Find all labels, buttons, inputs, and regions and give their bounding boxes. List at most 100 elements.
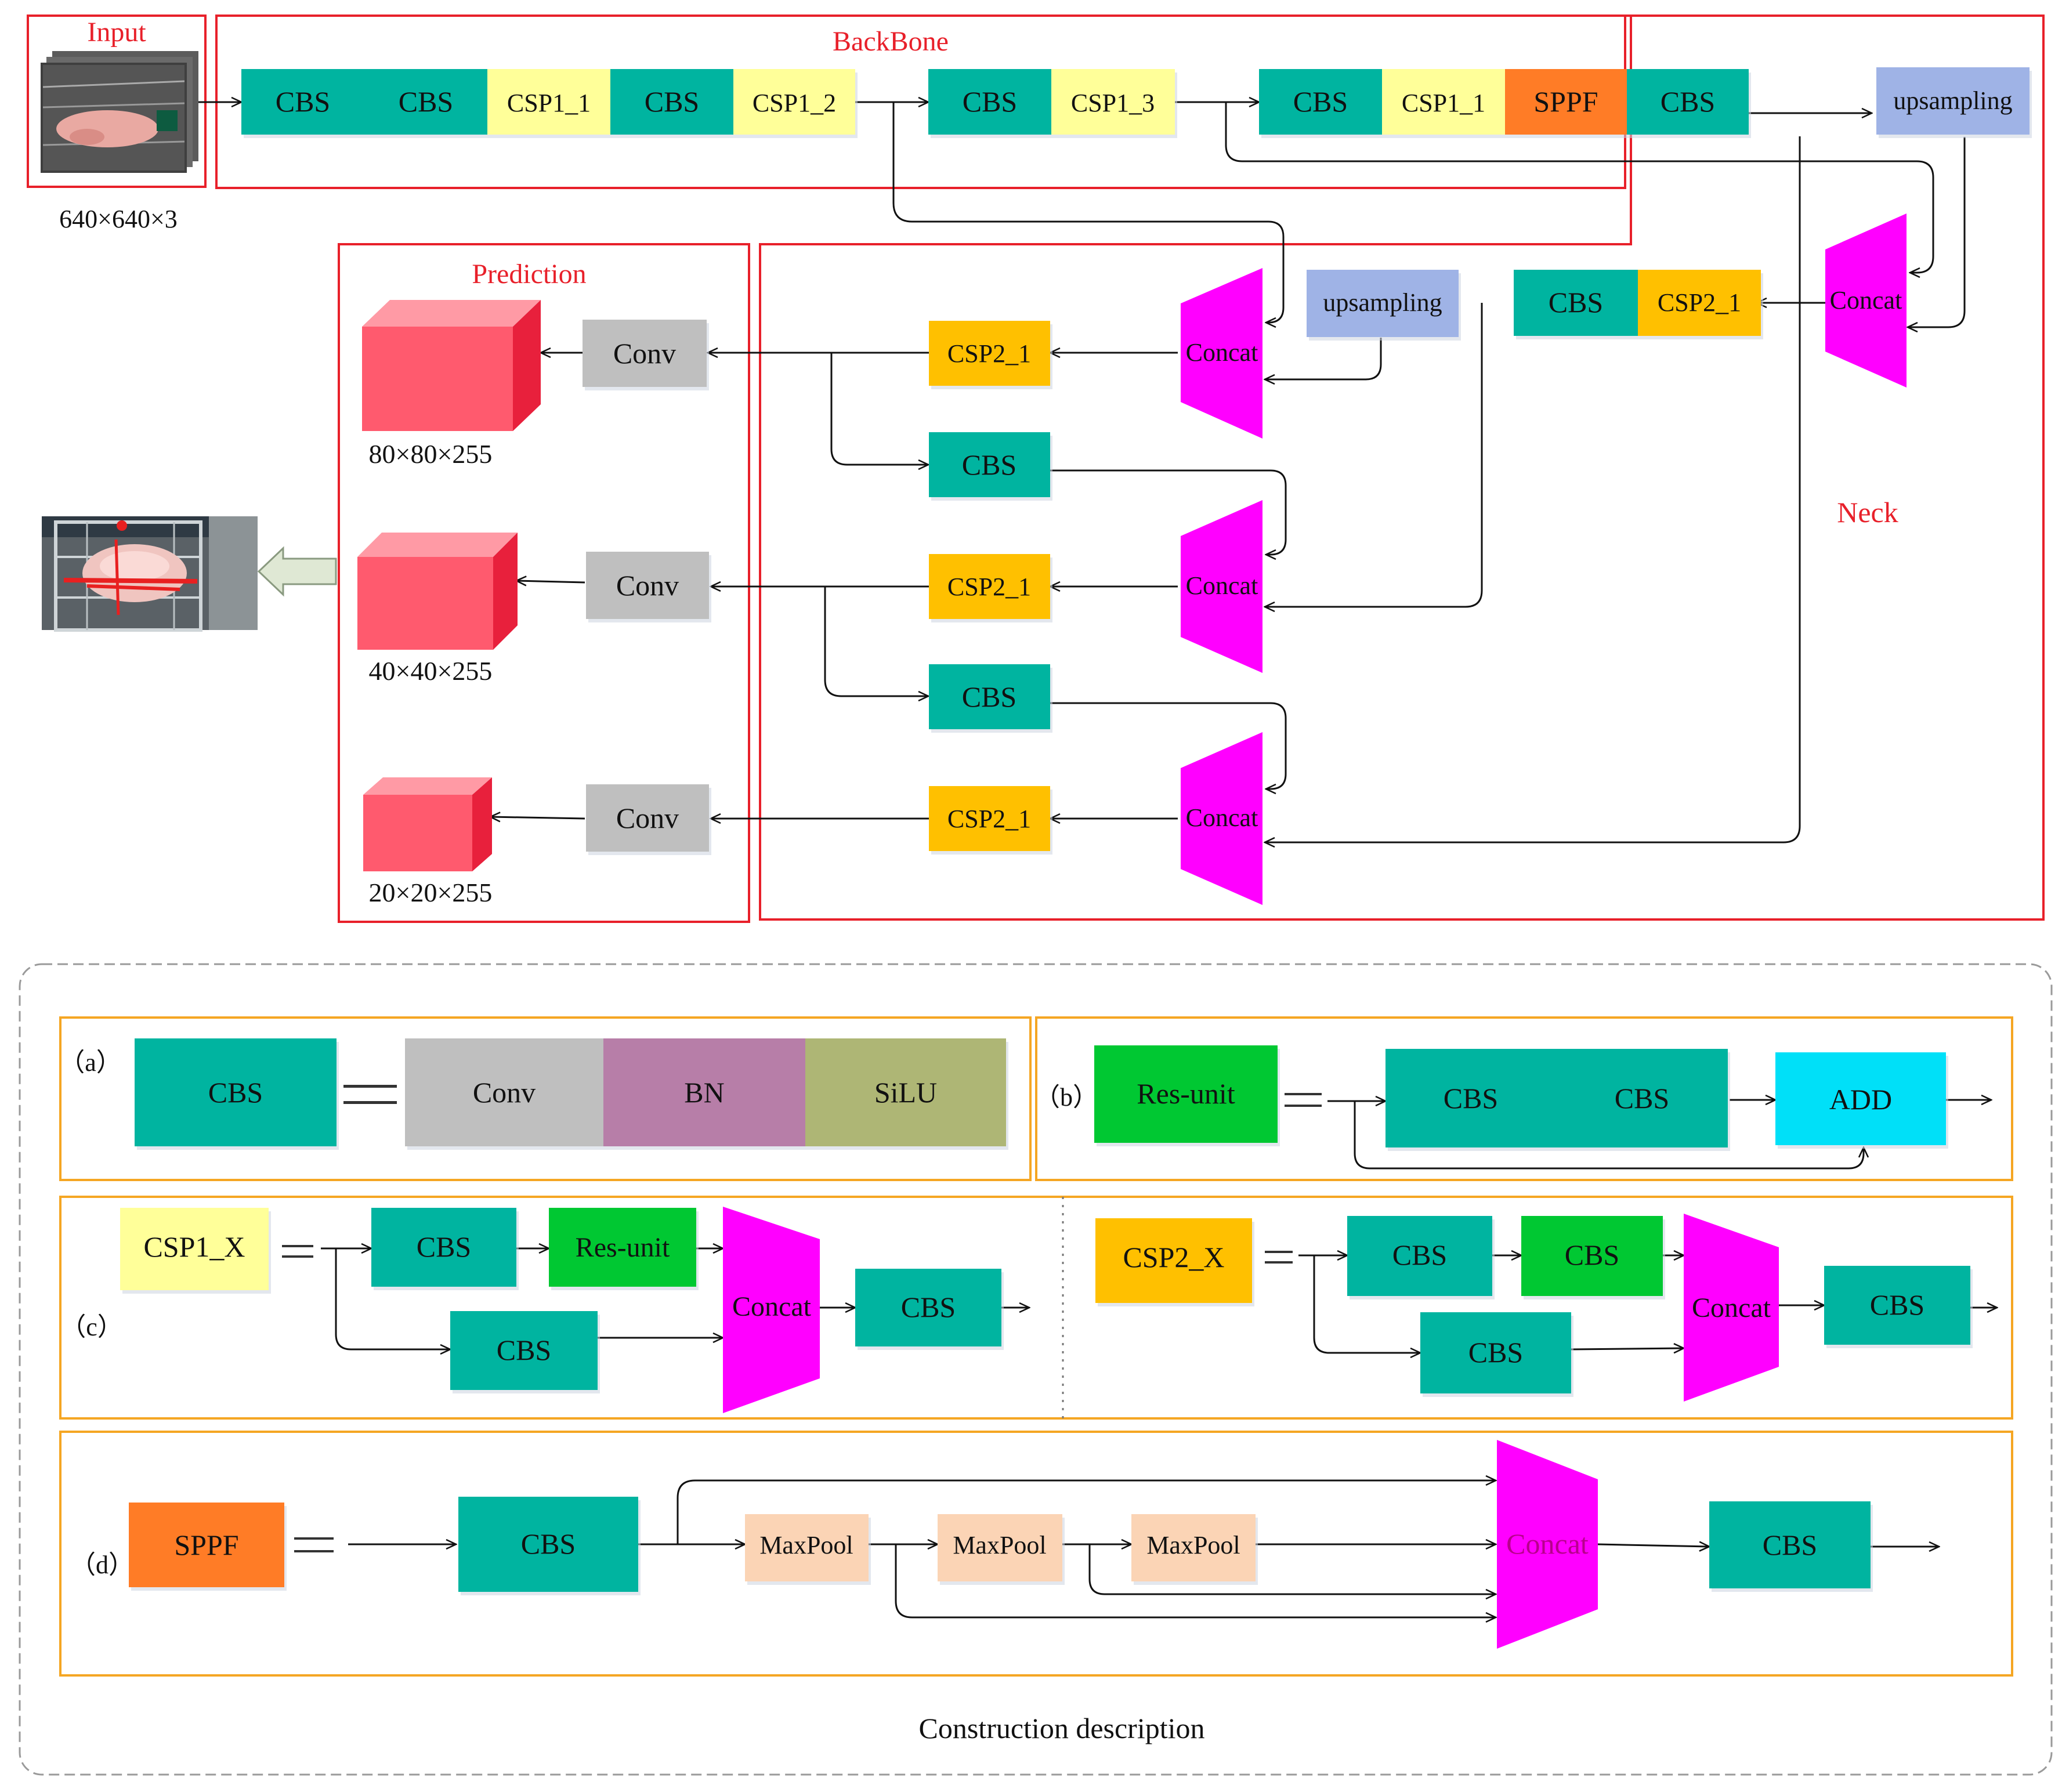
neck-concat-3-label: Concat (1186, 803, 1258, 832)
legend-c-left-blocks (120, 1208, 1001, 1390)
backbone-cbs-2-label: CBS (399, 85, 454, 118)
neck-concat-2-label: Concat (1186, 571, 1258, 600)
neck-concat-top-label: Concat (1830, 286, 1902, 314)
prediction-conv-blocks (583, 320, 709, 852)
backbone-csp1-1-label: CSP1_1 (507, 89, 591, 117)
neck-csp2-1-label: CSP2_1 (947, 339, 1031, 368)
prediction-title: Prediction (472, 259, 586, 289)
neck-concat-1-shape (1181, 268, 1262, 439)
prediction-conv-3-block (586, 784, 709, 852)
backbone-sppf-label: SPPF (1533, 85, 1598, 118)
construction-dashed-border (19, 963, 2053, 1776)
legend-b-add-label: ADD (1829, 1083, 1892, 1116)
legend-c-left-cbs-1-label: CBS (417, 1230, 472, 1263)
legend-b-resunit-label: Res-unit (1137, 1077, 1235, 1110)
backbone-cbs-3-label: CBS (645, 85, 700, 118)
backbone-sppf-block (1505, 69, 1627, 135)
backbone-cbs-2-block (364, 69, 487, 135)
legend-a-equals (343, 1085, 397, 1104)
neck-csp2-3-block (929, 786, 1050, 851)
legend-d-cbs-2-label: CBS (1763, 1529, 1818, 1561)
neck-upsampling-2-label: upsampling (1323, 288, 1442, 317)
legend-a-blocks (135, 1038, 1006, 1146)
output-cube-40 (357, 533, 518, 650)
output-dims-80: 80×80×255 (369, 439, 493, 469)
backbone-cbs-4-label: CBS (963, 85, 1018, 118)
output-image (42, 516, 258, 632)
backbone-cbs-3-block (610, 69, 733, 135)
legend-frames (59, 1016, 2013, 1677)
legend-c-right-concat-shape (1684, 1214, 1779, 1402)
neck-cbs-down-2-block (929, 664, 1050, 729)
backbone-cbs-4-block (928, 69, 1051, 135)
legend-c-right-cbs-1-label: CBS (1392, 1239, 1448, 1271)
neck-section-border (759, 15, 2045, 921)
backbone-csp1-2-label: CSP1_2 (753, 89, 836, 117)
output-cube-80 (362, 300, 541, 431)
legend-d-equals (294, 1537, 334, 1552)
neck-csp2-3-label: CSP2_1 (947, 805, 1031, 833)
neck-csp2-1-block (929, 321, 1050, 386)
legend-c-left-cbs-3-label: CBS (901, 1291, 956, 1323)
backbone-row (241, 69, 1749, 135)
neck-cbs-down-1-label: CBS (962, 448, 1017, 481)
legend-c-right-equals (1265, 1251, 1293, 1264)
output-arrow-icon (257, 546, 337, 597)
neck-upsampling-2-block (1307, 270, 1459, 337)
neck-title: Neck (1837, 496, 1898, 528)
legend-c-left-concat-shape (723, 1207, 820, 1413)
legend-c-frame (59, 1196, 2013, 1420)
legend-c-right-cbs-3-label: CBS (1468, 1336, 1524, 1369)
legend-d-sppf-label: SPPF (174, 1529, 238, 1561)
backbone-cbs-5-label: CBS (1293, 85, 1348, 118)
legend-c-csp2x-label: CSP2_X (1123, 1241, 1224, 1273)
legend-c-right-concat-label: Concat (1692, 1293, 1771, 1323)
neck-concats (1181, 213, 1907, 905)
legend-c-right-blocks (1095, 1216, 1970, 1393)
input-title: Input (87, 17, 146, 48)
neck-concat-3-shape (1181, 732, 1262, 905)
legend-d-concat-shape (1497, 1440, 1598, 1649)
legend-d-maxpool-2-label: MaxPool (953, 1531, 1046, 1559)
legend-c-left-resunit-label: Res-unit (576, 1232, 670, 1263)
legend-c-right-cbs-4-label: CBS (1870, 1288, 1925, 1321)
neck-upsampling-1-label: upsampling (1893, 86, 2012, 115)
neck-csp2-2-block (929, 554, 1050, 619)
backbone-csp1-3-block (1051, 69, 1175, 135)
legend-b-frame (1035, 1016, 2013, 1181)
prediction-conv-1-block (583, 320, 707, 387)
prediction-section-border (338, 243, 750, 923)
legend-d-maxpool-1-label: MaxPool (759, 1531, 853, 1559)
backbone-title: BackBone (833, 26, 949, 57)
input-image-stack (41, 51, 198, 173)
neck-csp2-top-label: CSP2_1 (1658, 288, 1741, 317)
backbone-cbs-1-block (241, 69, 364, 135)
output-dims-40: 40×40×255 (369, 656, 493, 686)
connectors (198, 102, 1997, 1617)
neck-cbs-top-label: CBS (1661, 85, 1716, 118)
neck-cbs-mid-block (1514, 270, 1638, 336)
legend-b-cbs-2-label: CBS (1615, 1082, 1670, 1114)
neck-cbs-mid-label: CBS (1549, 286, 1604, 318)
neck-concat-top-shape (1825, 213, 1907, 388)
legend-d-concat-label: Concat (1506, 1527, 1589, 1560)
neck-blocks (929, 67, 2030, 851)
legend-d-cbs-1-label: CBS (521, 1527, 576, 1560)
legend-c-left-equals (282, 1245, 313, 1258)
neck-csp2-2-label: CSP2_1 (947, 573, 1031, 601)
backbone-csp1-1b-label: CSP1_1 (1402, 89, 1485, 117)
legend-c-letter: （c） (60, 1313, 123, 1341)
backbone-csp1-1b-block (1382, 69, 1505, 135)
legend-c-right-cbs-2-label: CBS (1565, 1239, 1620, 1271)
legend-a-silu-label: SiLU (874, 1076, 937, 1109)
output-dims-20: 20×20×255 (369, 878, 493, 907)
output-cube-20 (363, 777, 492, 871)
input-dims: 640×640×3 (59, 205, 178, 233)
prediction-conv-2-block (586, 552, 709, 619)
legend-b-letter: （b） (1034, 1083, 1098, 1112)
legend-c-left-concat-label: Concat (732, 1291, 812, 1322)
backbone-csp1-3-label: CSP1_3 (1071, 89, 1155, 117)
legend-b-blocks (1094, 1045, 1946, 1147)
prediction-conv-1-label: Conv (613, 337, 676, 370)
